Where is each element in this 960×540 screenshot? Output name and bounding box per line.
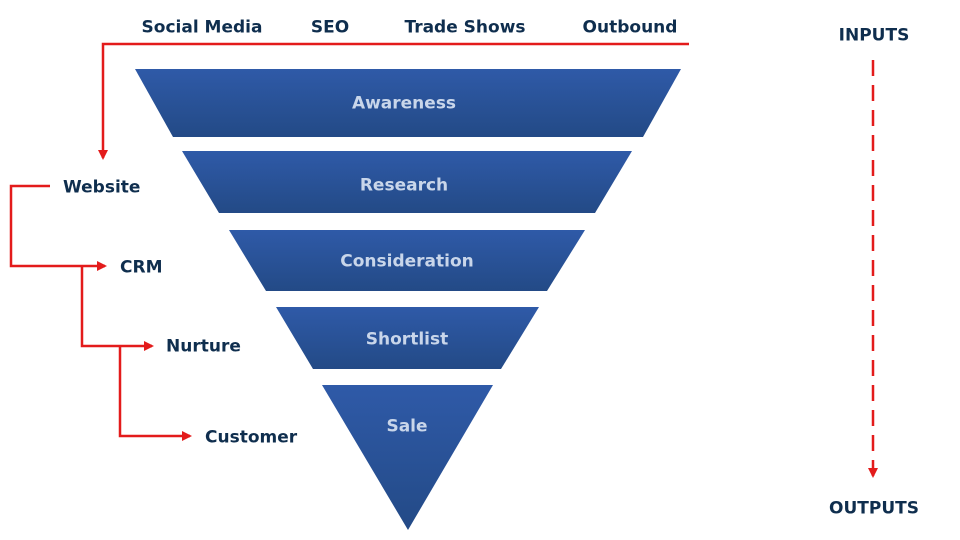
crm-to-nurture-arrow: [80, 266, 154, 351]
inputs-to-website-arrow: [98, 42, 689, 160]
input-social-media: Social Media: [141, 17, 263, 38]
funnel-stage-shortlist-label: Shortlist: [365, 329, 449, 350]
inputs-heading: INPUTS: [838, 25, 910, 46]
process-step-website: Website: [63, 177, 141, 198]
funnel-stage-consideration-shape: [229, 230, 585, 291]
funnel-stage-sale-shape: [322, 385, 493, 530]
input-outbound: Outbound: [582, 17, 678, 38]
funnel-stage-research-label: Research: [359, 175, 449, 196]
funnel-stage-awareness-label: Awareness: [351, 93, 457, 114]
funnel-stage-shortlist-shape: [276, 307, 539, 369]
website-to-crm-arrow: [9, 184, 107, 271]
nurture-to-customer-arrow: [118, 346, 192, 441]
funnel-stage-research-shape: [182, 151, 632, 213]
input-trade-shows: Trade Shows: [404, 17, 526, 38]
process-step-customer: Customer: [205, 427, 298, 448]
input-seo: SEO: [310, 17, 350, 38]
funnel-stage-awareness-shape: [135, 69, 681, 137]
funnel-stage-consideration-label: Consideration: [340, 251, 474, 272]
outputs-heading: OUTPUTS: [829, 498, 919, 519]
process-step-crm: CRM: [120, 257, 163, 278]
funnel-stage-sale-label: Sale: [386, 416, 428, 437]
process-step-nurture: Nurture: [166, 336, 241, 357]
